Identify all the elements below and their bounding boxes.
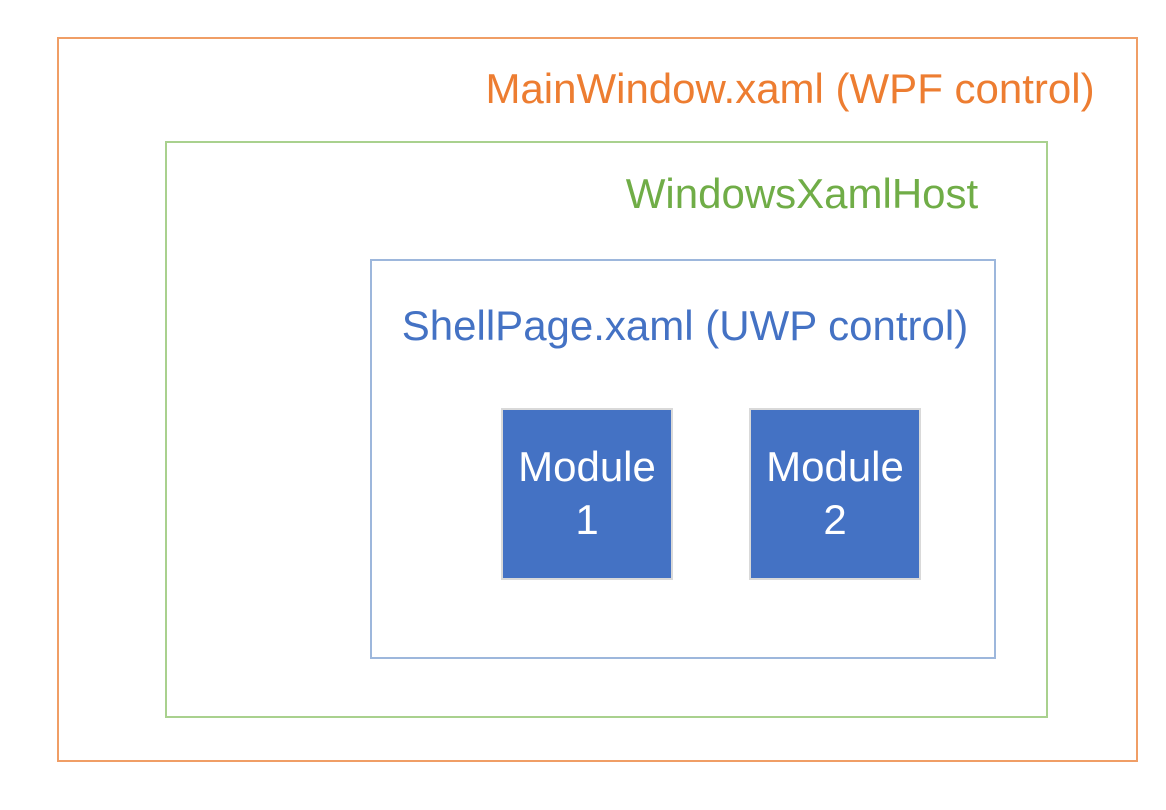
module-2-label: Module 2 xyxy=(766,441,904,547)
module-1-name: Module xyxy=(518,443,656,491)
windowsxamlhost-box: WindowsXamlHost ShellPage.xaml (UWP cont… xyxy=(165,141,1048,718)
module-1-label: Module 1 xyxy=(518,441,656,547)
module-1-box: Module 1 xyxy=(501,408,673,580)
module-2-number: 2 xyxy=(823,496,847,543)
mainwindow-label: MainWindow.xaml (WPF control) xyxy=(485,65,1095,112)
module-2-box: Module 2 xyxy=(749,408,921,580)
module-1-number: 1 xyxy=(575,496,599,543)
shellpage-box: ShellPage.xaml (UWP control) Module 1 Mo… xyxy=(370,259,996,659)
windowsxamlhost-label: WindowsXamlHost xyxy=(625,170,979,217)
module-2-name: Module xyxy=(766,443,904,491)
mainwindow-box: MainWindow.xaml (WPF control) WindowsXam… xyxy=(57,37,1138,762)
shellpage-label: ShellPage.xaml (UWP control) xyxy=(401,302,969,349)
